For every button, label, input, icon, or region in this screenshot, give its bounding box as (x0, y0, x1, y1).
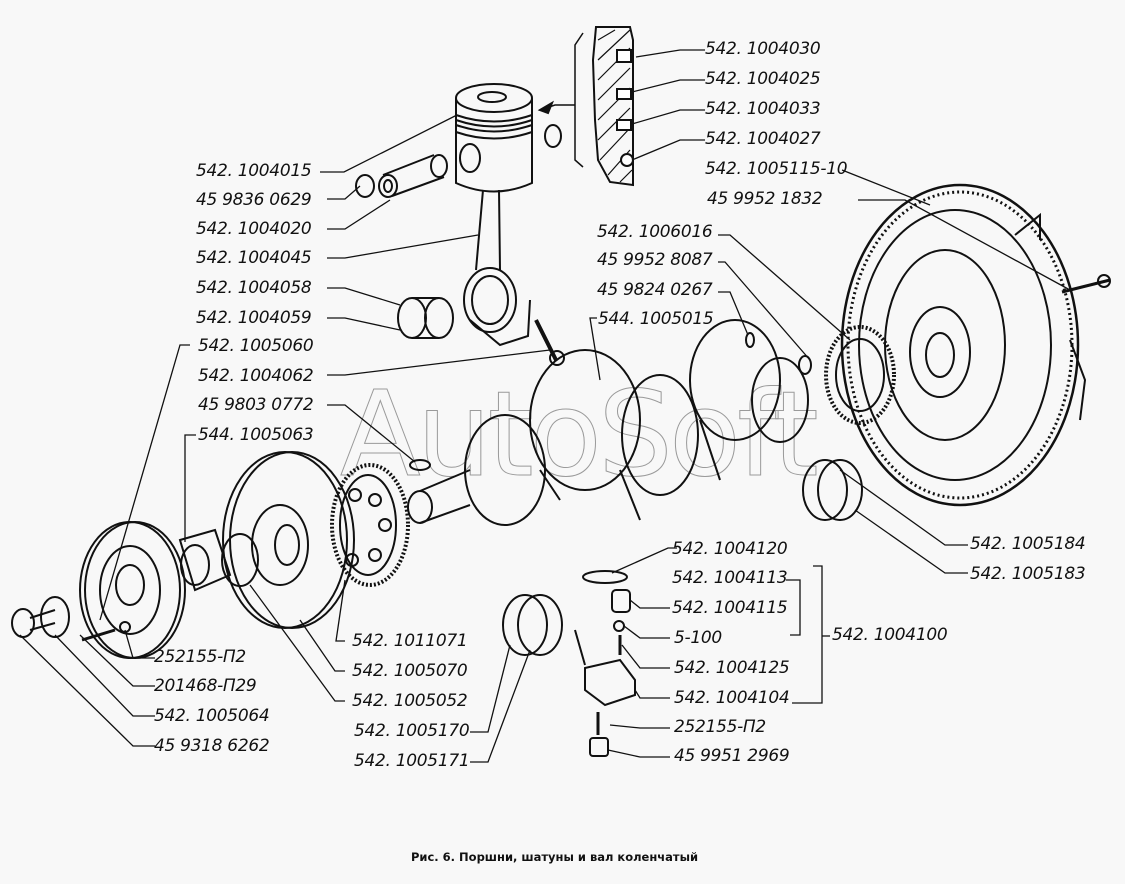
label-nozzle-body: 542. 1004104 (674, 688, 790, 708)
circlip-right (544, 124, 562, 148)
label-nozzle-spring: 542. 1004125 (674, 658, 790, 678)
label-pulley: 542. 1005060 (198, 336, 314, 356)
label-main-bearing-lower: 542. 1005183 (970, 564, 1086, 584)
label-pulley-bolt-small: 201468-П29 (154, 676, 257, 696)
label-piston-ring-1: 542. 1004030 (705, 39, 821, 59)
label-crankshaft: 544. 1005015 (598, 309, 714, 329)
label-retaining-ring: 45 9836 0629 (196, 190, 312, 210)
label-hub: 542. 1005052 (352, 691, 468, 711)
pulley-drawing (79, 521, 186, 659)
label-nozzle-washer: 252155-П2 (674, 717, 766, 737)
label-flywheel-bolt: 45 9952 1832 (707, 189, 823, 209)
label-piston: 542. 1004015 (196, 161, 312, 181)
label-thrust-half-lower: 542. 1005171 (354, 751, 470, 771)
label-key-front: 45 9803 0772 (198, 395, 314, 415)
label-main-bearing-upper: 542. 1005184 (970, 534, 1086, 554)
label-connecting-rod: 542. 1004045 (196, 248, 312, 268)
label-piston-pin: 542. 1004020 (196, 219, 312, 239)
label-crank-gear: 542. 1006016 (597, 222, 713, 242)
label-pulley-bolt-big: 45 9318 6262 (154, 736, 270, 756)
label-thrust-half-upper: 542. 1005170 (354, 721, 470, 741)
leader-lines (19, 49, 1071, 763)
crankshaft-drawing (407, 319, 812, 526)
figure-caption: Рис. 6. Поршни, шатуны и вал коленчатый (411, 850, 699, 864)
label-nozzle-plug: 542. 1004115 (672, 598, 788, 618)
label-flywheel: 542. 1005115-10 (705, 159, 848, 179)
label-nozzle-assembly: 542. 1004100 (832, 625, 948, 645)
damper-drawing (222, 451, 355, 629)
thrust-washer-drawing (502, 594, 563, 656)
piston-ring-section (537, 26, 634, 187)
label-nozzle-ball: 5-100 (674, 628, 722, 648)
label-rod-bearing-upper: 542. 1004058 (196, 278, 312, 298)
connecting-rod-drawing (463, 189, 565, 366)
label-rod-bolt: 542. 1004062 (198, 366, 314, 386)
label-nozzle-gasket: 542. 1004120 (672, 539, 788, 559)
watermark: AutoSoft (340, 365, 820, 503)
pulley-bolt-drawing (11, 596, 116, 642)
hub-drawing (178, 528, 259, 592)
circlip-left (355, 174, 375, 198)
piston-pin-drawing (378, 154, 448, 198)
main-bearing-drawing (802, 459, 863, 521)
flywheel-drawing (840, 183, 1111, 507)
label-pin-rear: 45 9952 8087 (597, 250, 713, 270)
label-nozzle-bolt: 45 9951 2969 (674, 746, 790, 766)
label-pulley-washer-big: 542. 1005064 (154, 706, 270, 726)
piston-drawing (455, 83, 533, 193)
rear-gear-drawing (824, 325, 896, 425)
label-pulley-washer: 252155-П2 (154, 647, 246, 667)
label-piston-ring-3: 542. 1004033 (705, 99, 821, 119)
label-piston-ring-2: 542. 1004025 (705, 69, 821, 89)
label-rod-bearing-lower: 542. 1004059 (196, 308, 312, 328)
label-gear-front: 542. 1011071 (352, 631, 468, 651)
rod-bearing-drawing (397, 297, 454, 339)
front-gear-drawing (330, 463, 410, 587)
oil-nozzle-drawing (574, 570, 636, 757)
label-piston-ring-4: 542. 1004027 (705, 129, 821, 149)
label-damper: 542. 1005070 (352, 661, 468, 681)
label-nozzle-valve-body: 542. 1004113 (672, 568, 788, 588)
label-key-rear: 45 9824 0267 (597, 280, 713, 300)
label-hub-damper: 544. 1005063 (198, 425, 314, 445)
